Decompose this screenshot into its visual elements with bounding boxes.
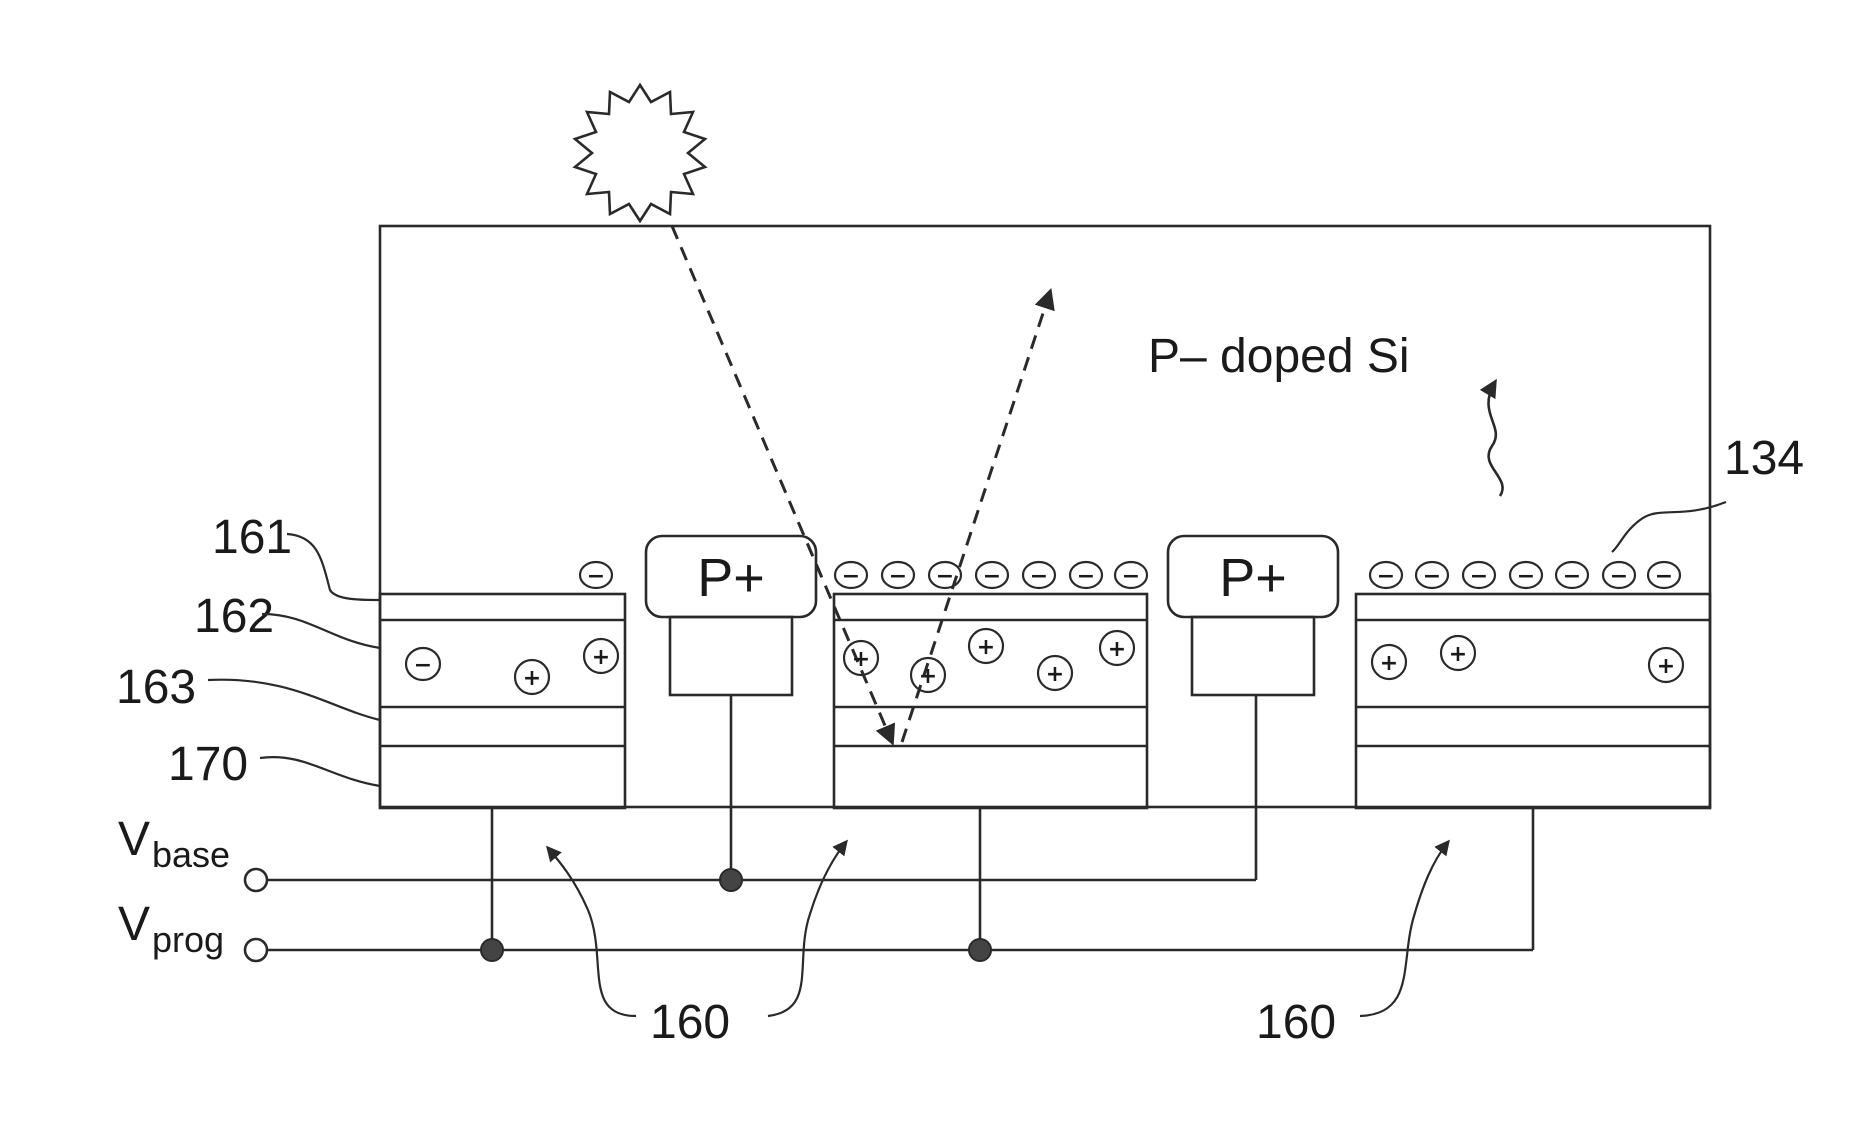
prog-wiring [268, 808, 1533, 961]
svg-text:+: + [1657, 654, 1675, 679]
svg-text:−: − [842, 564, 860, 589]
svg-text:−: − [1077, 564, 1095, 589]
svg-text:−: − [936, 564, 954, 589]
layer-stack-left [380, 594, 625, 808]
ref-label-161: 161 [212, 511, 292, 564]
negative-charges-left: − [580, 562, 612, 589]
svg-text:−: − [1655, 564, 1673, 589]
p-plus-label: P+ [697, 548, 765, 608]
p-plus-contact-left: P+ [646, 536, 816, 695]
emission-wavy-arrow [1488, 382, 1502, 496]
base-terminal [245, 869, 267, 891]
leader-161 [287, 534, 380, 600]
material-label: P– doped Si [1148, 330, 1410, 383]
ref-label-162: 162 [194, 590, 274, 643]
p-plus-contact-right: P+ [1168, 536, 1338, 695]
leader-163 [208, 680, 380, 720]
p-plus-label: P+ [1219, 548, 1287, 608]
svg-text:+: + [1449, 642, 1467, 667]
svg-text:+: + [852, 647, 870, 672]
svg-text:−: − [1122, 564, 1140, 589]
svg-text:−: − [1517, 564, 1535, 589]
svg-text:+: + [919, 664, 937, 689]
ref-label-160-left: 160 [650, 996, 730, 1049]
arrow-160-b [768, 842, 846, 1016]
layer-stack-middle [834, 594, 1147, 808]
prog-terminal-label: V [118, 898, 150, 951]
layer-stack-right [1356, 594, 1710, 808]
leader-162 [262, 614, 380, 648]
svg-text:−: − [1610, 564, 1628, 589]
svg-text:+: + [1108, 637, 1126, 662]
base-wiring [268, 695, 1256, 891]
svg-text:+: + [977, 635, 995, 660]
negative-charges-right: − − − − − − − [1370, 562, 1680, 589]
svg-text:−: − [1563, 564, 1581, 589]
negative-charges-middle: − − − − − − − [835, 562, 1147, 589]
svg-text:+: + [1046, 662, 1064, 687]
ref-label-160-right: 160 [1256, 996, 1336, 1049]
svg-text:+: + [523, 666, 541, 691]
svg-text:+: + [592, 645, 610, 670]
prog-terminal [245, 939, 267, 961]
ref-label-163: 163 [116, 661, 196, 714]
base-terminal-label: V [118, 813, 150, 866]
svg-text:−: − [414, 653, 432, 678]
arrow-160-a [548, 848, 636, 1016]
svg-text:−: − [889, 564, 907, 589]
svg-text:−: − [587, 564, 605, 589]
svg-text:−: − [1470, 564, 1488, 589]
light-source-icon [575, 85, 705, 221]
ref-label-170: 170 [168, 738, 248, 791]
svg-text:−: − [1423, 564, 1441, 589]
svg-text:−: − [983, 564, 1001, 589]
svg-text:−: − [1030, 564, 1048, 589]
svg-text:+: + [1380, 651, 1398, 676]
internal-charges-right: + + + [1372, 636, 1683, 682]
internal-charges-left: − + + [406, 639, 618, 694]
substrate-box [380, 226, 1710, 807]
base-terminal-subscript: base [152, 834, 230, 875]
prog-terminal-subscript: prog [152, 919, 224, 960]
ref-label-134: 134 [1724, 432, 1804, 485]
svg-text:−: − [1377, 564, 1395, 589]
leader-170 [260, 757, 380, 786]
arrow-160-c [1360, 842, 1448, 1016]
internal-charges-middle: + + + + + [844, 629, 1134, 692]
